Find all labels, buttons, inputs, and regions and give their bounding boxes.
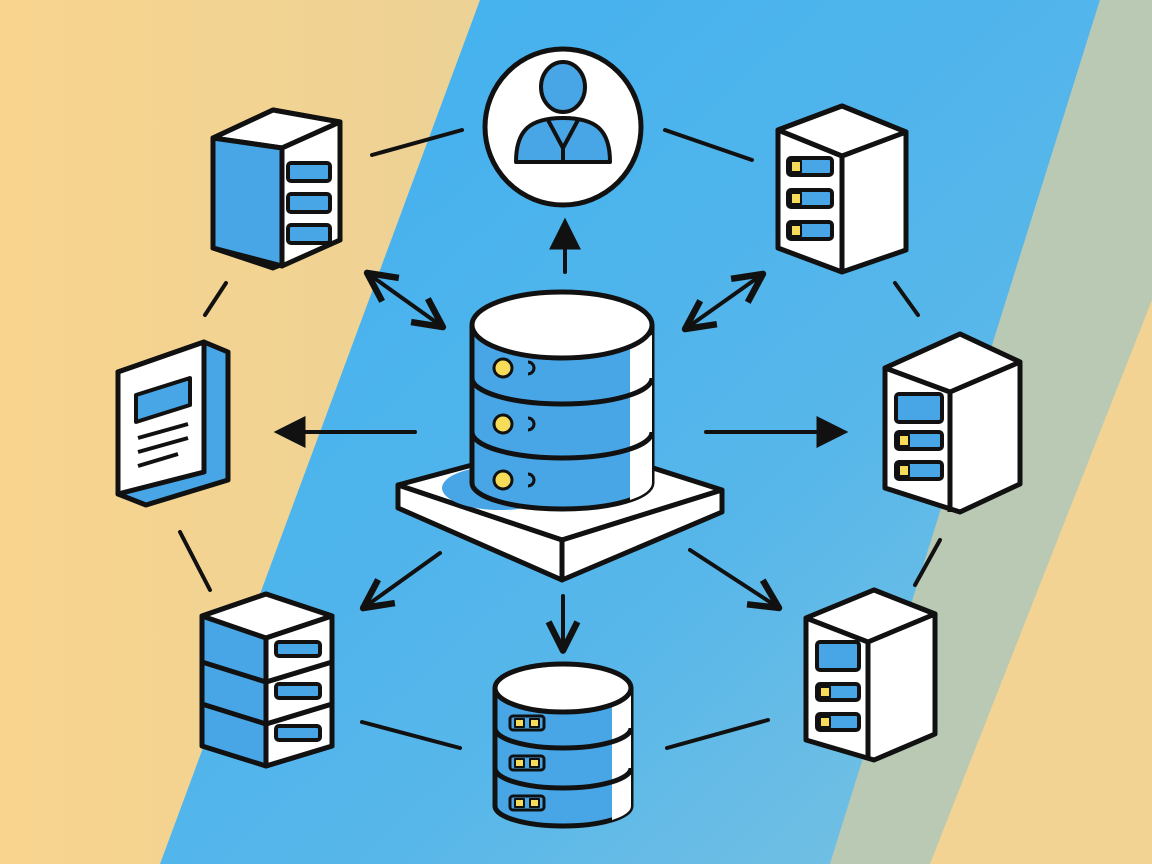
server-bottom-right [803, 587, 938, 763]
edge-document-server-stack [178, 530, 212, 592]
arrow-to-server-bottom-right [688, 548, 783, 612]
server-right-led-1 [898, 434, 910, 447]
edge-server-right-server-bottom-right [913, 538, 942, 587]
database-bottom [492, 661, 634, 829]
background-warm-corner [930, 300, 1152, 864]
server-top-left-drive-2 [286, 192, 332, 214]
edge-server-stack-database-bottom [360, 720, 462, 750]
arrow-to-server-stack [359, 551, 442, 612]
hub-arrows [273, 217, 849, 654]
server-top-right-top [775, 103, 909, 159]
central-db-top [469, 289, 655, 361]
server-stack-bottom-left [199, 591, 335, 769]
server-top-right [775, 103, 909, 275]
server-top-right-led-2 [790, 192, 802, 205]
arrow-to-server-top-left [363, 269, 447, 331]
ring-connectors [178, 128, 942, 750]
central-db-led-3 [492, 469, 514, 491]
central-db-ring-2 [469, 431, 655, 461]
server-right-led-2 [898, 464, 910, 477]
user-node [482, 46, 644, 208]
server-right-panel [894, 392, 944, 424]
document-icon [134, 376, 192, 468]
database-icon [469, 289, 655, 512]
server-top-left [210, 107, 343, 271]
edge-database-bottom-server-bottom-right [665, 718, 770, 750]
arrow-to-server-top-right [681, 270, 767, 333]
edge-server-top-right-server-right [893, 281, 920, 317]
platform-right [559, 487, 725, 583]
server-top-left-drive-3 [286, 223, 332, 245]
document-left [115, 339, 231, 508]
server-right [882, 331, 1023, 515]
central-database [395, 289, 725, 583]
server-top-right-led-1 [790, 160, 802, 173]
central-db-led-2 [492, 413, 514, 435]
server-top-left-drive-1 [286, 161, 332, 183]
user-icon [514, 60, 612, 164]
edge-server-top-left-user [370, 128, 464, 157]
central-db-ring-1 [469, 377, 655, 407]
edge-server-top-left-document [203, 281, 228, 317]
server-right-top [882, 331, 1023, 395]
central-db-led-1 [492, 357, 514, 379]
edge-user-server-top-right [663, 128, 754, 162]
server-top-right-led-3 [790, 224, 802, 237]
server-top-left-side [210, 135, 285, 269]
server-stack-icon [199, 591, 335, 769]
